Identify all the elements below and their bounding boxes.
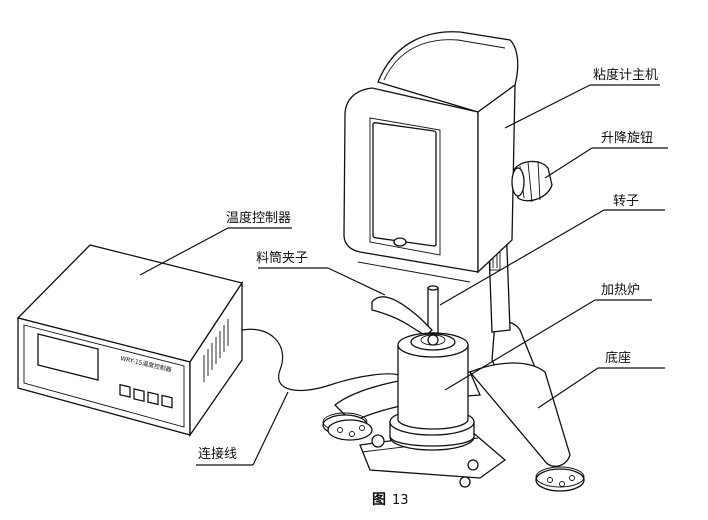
label-temp-controller: 温度控制器	[226, 210, 291, 226]
label-connecting-wire: 连接线	[198, 446, 237, 462]
viscometer-host	[343, 31, 519, 283]
temperature-controller: WRY-15温度控制器	[16, 244, 244, 438]
rotor	[427, 285, 439, 334]
label-lift-knob: 升降旋钮	[601, 131, 653, 146]
figure-caption-number: 13	[392, 493, 409, 508]
label-rotor: 转子	[613, 194, 639, 209]
figure-caption-prefix: 图	[372, 492, 386, 508]
label-cylinder-clamp: 料筒夹子	[256, 250, 308, 266]
heating-furnace	[389, 332, 475, 451]
lift-knob	[511, 160, 553, 203]
cylinder-clamp	[371, 296, 433, 337]
connecting-wire	[241, 328, 399, 391]
label-base: 底座	[605, 350, 631, 366]
label-heating-furnace: 加热炉	[601, 283, 640, 298]
label-viscometer-host: 粘度计主机	[593, 67, 658, 83]
leader-lines	[139, 84, 668, 466]
